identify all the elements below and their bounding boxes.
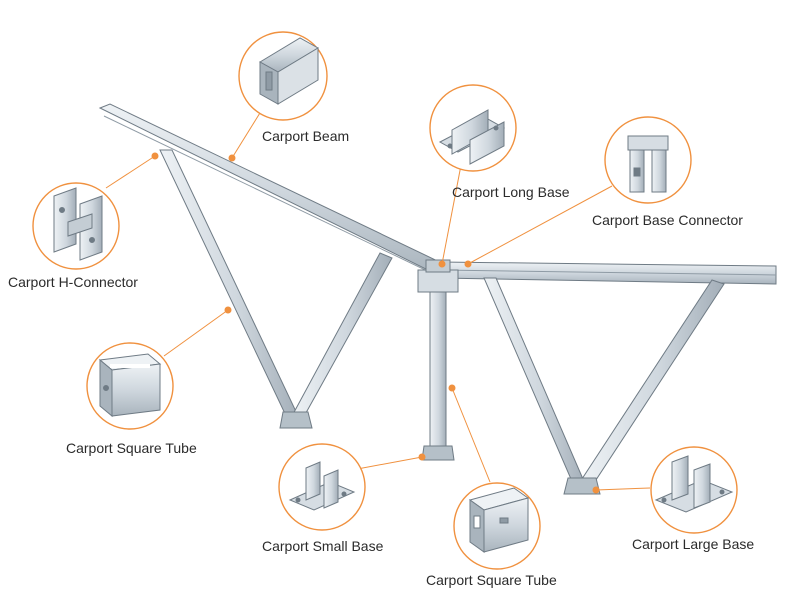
base-connector-callout-circle — [604, 116, 692, 204]
small-base-icon — [288, 461, 356, 511]
beam-profile-icon — [259, 37, 319, 105]
label-carport-h-connector: Carport H-Connector — [8, 274, 138, 290]
label-carport-long-base: Carport Long Base — [452, 184, 570, 200]
center-post — [429, 281, 447, 453]
label-carport-small-base: Carport Small Base — [262, 538, 384, 554]
left-strut-foot — [279, 411, 313, 429]
square-tube-icon — [98, 353, 162, 418]
junction-connector — [417, 269, 459, 293]
square-tube-icon-bottom — [468, 487, 530, 553]
long-base-icon — [438, 109, 506, 165]
center-post-base — [421, 445, 455, 461]
h-connector-icon — [53, 187, 103, 261]
large-base-icon — [654, 455, 734, 513]
leader-lines — [105, 99, 651, 494]
label-carport-beam: Carport Beam — [262, 128, 350, 144]
carport-frame — [98, 103, 777, 495]
right-strut-foot — [563, 477, 601, 495]
base-connector-icon — [627, 135, 669, 193]
label-carport-large-base: Carport Large Base — [632, 536, 755, 552]
label-carport-square-tube-bottom: Carport Square Tube — [426, 572, 557, 588]
label-carport-square-tube-left: Carport Square Tube — [66, 440, 197, 456]
left-strut-inner — [291, 252, 393, 421]
right-strut-outer — [483, 277, 587, 487]
label-carport-base-connector: Carport Base Connector — [592, 212, 743, 228]
